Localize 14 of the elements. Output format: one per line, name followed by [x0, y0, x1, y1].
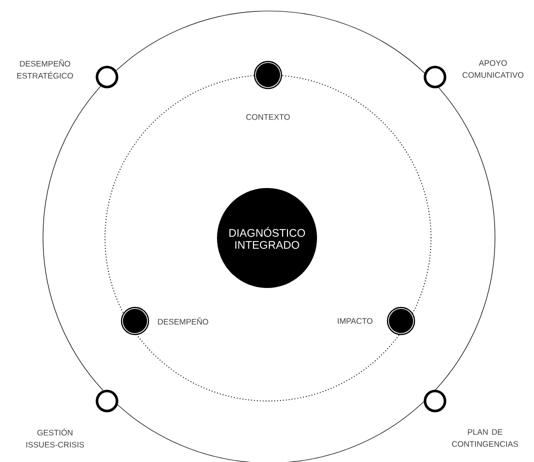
marker-label: DESEMPEÑO ESTRATÉGICO	[17, 59, 73, 79]
marker-label: IMPACTO	[338, 318, 372, 324]
marker-label: APOYO COMUNICATIVO	[462, 60, 524, 78]
dot-marker	[120, 306, 150, 336]
ring-marker	[424, 390, 446, 412]
dot-marker	[386, 306, 416, 336]
ring-marker	[96, 66, 118, 88]
marker-label: CONTEXTO	[246, 114, 290, 120]
marker-label: DESEMPEÑO	[158, 317, 208, 325]
marker-label: PLAN DE CONTINGENCIAS	[452, 429, 518, 447]
ring-marker	[96, 390, 118, 412]
dot-marker	[254, 60, 282, 90]
ring-marker	[424, 66, 446, 88]
marker-label: GESTIÓN ISSUES-CRISIS	[26, 428, 84, 448]
